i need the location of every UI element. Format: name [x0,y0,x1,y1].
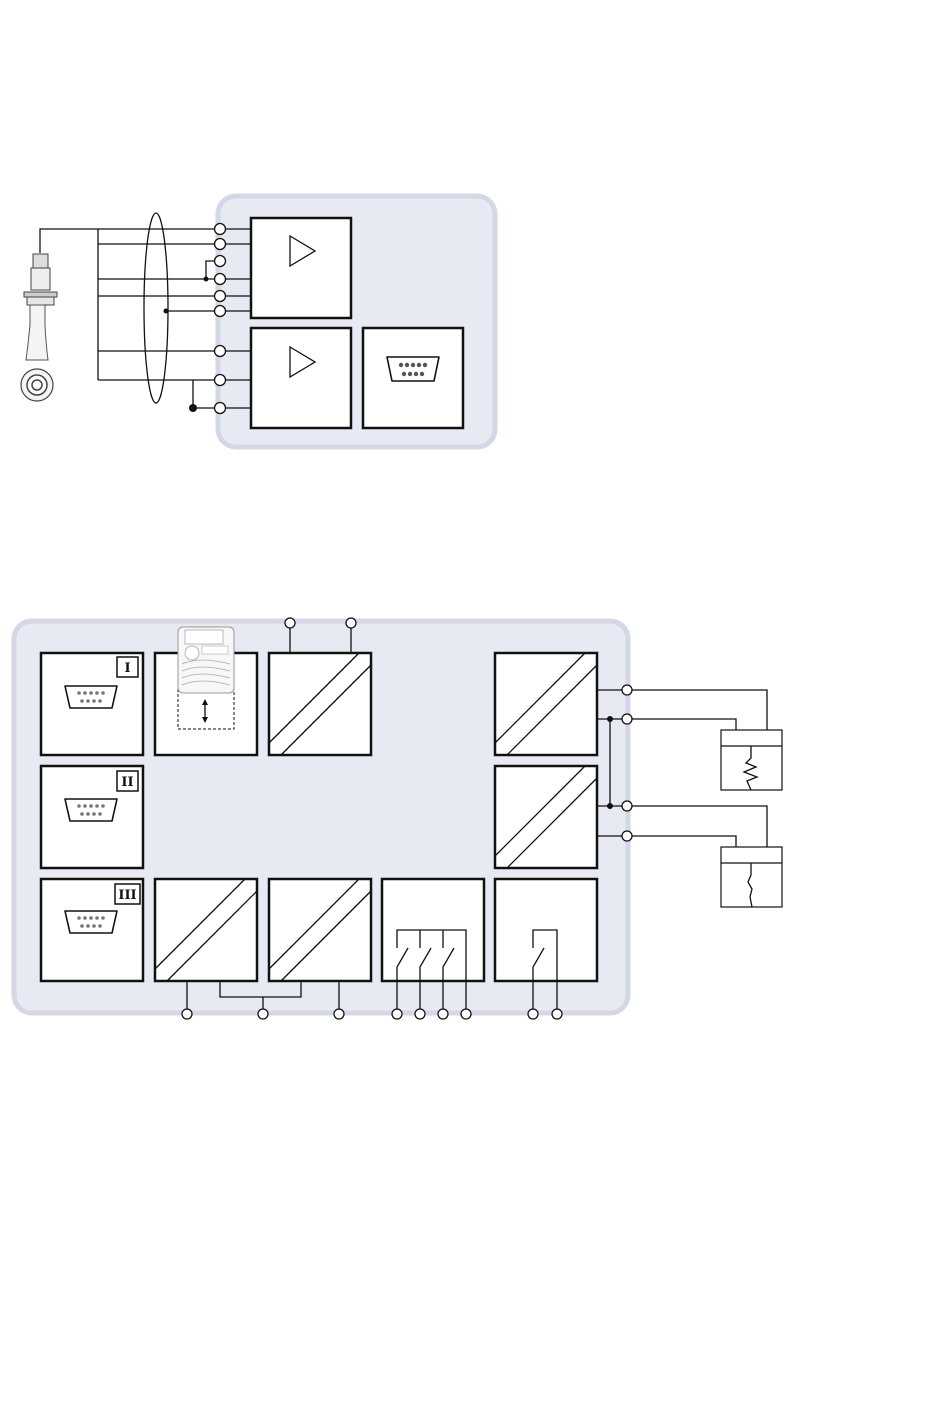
terminal [215,256,226,267]
sensor-probe-icon [21,229,98,401]
output-module-2 [495,766,597,868]
terminal [215,375,226,386]
cable-shield-icon [144,213,168,403]
port-number-label: III [118,888,136,903]
amplifier-module [251,218,351,318]
terminal [622,801,632,811]
terminal [215,224,226,235]
terminal [215,274,226,285]
terminal [438,1009,448,1019]
terminal [215,306,226,317]
power-supply-module [269,653,371,755]
terminal [182,1009,192,1019]
terminal [215,403,226,414]
interface-module [363,328,463,428]
input-module-2 [269,879,371,981]
relay-module-triple [382,879,484,981]
terminal [215,346,226,357]
interface-port-3: III [41,879,143,981]
terminal [415,1009,425,1019]
port-number-label: II [121,775,133,790]
db9-port-icon [65,911,117,933]
bottom-diagram: I II [14,618,782,1019]
relay-module-single [495,879,597,981]
terminal [346,618,356,628]
sensor-wires [98,229,220,412]
terminal [622,714,632,724]
db9-port-icon [65,686,117,708]
terminal [461,1009,471,1019]
db9-port-icon [65,799,117,821]
load-element-1 [721,730,782,790]
terminal [622,685,632,695]
amplifier-module [251,328,351,428]
terminal [215,239,226,250]
display-card-icon [178,627,234,693]
output-module-1 [495,653,597,755]
terminal [392,1009,402,1019]
terminal [552,1009,562,1019]
terminal [528,1009,538,1019]
terminal [285,618,295,628]
interface-port-2: II [41,766,143,868]
terminal [258,1009,268,1019]
interface-port-1: I [41,653,143,755]
terminal [334,1009,344,1019]
port-number-label: I [124,661,130,676]
load-element-2 [721,847,782,907]
db9-port-icon [387,357,439,381]
terminal [215,291,226,302]
terminal [622,831,632,841]
input-module-1 [155,879,257,981]
top-diagram [21,196,495,447]
